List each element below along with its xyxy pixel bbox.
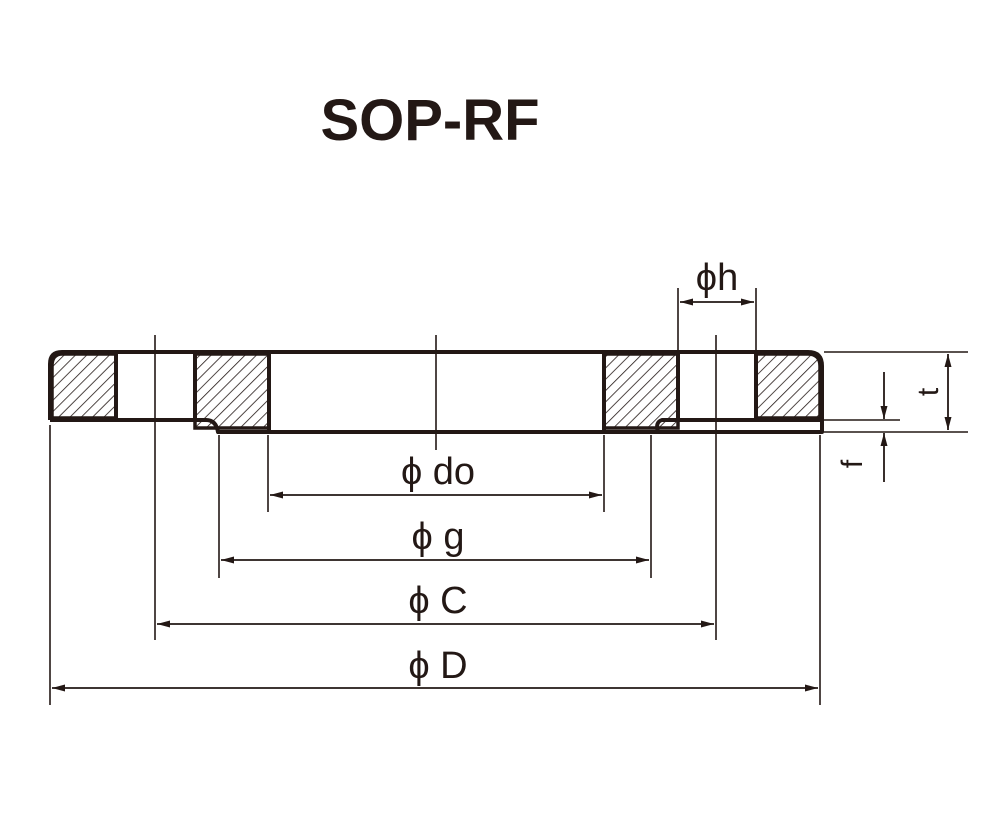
dim-g: ϕ g — [221, 516, 649, 564]
dim-t: t — [912, 354, 952, 430]
flange-section — [48, 350, 824, 434]
hatch-right-outer — [754, 352, 822, 420]
dim-f-label: f — [836, 459, 869, 468]
dim-h: ϕh — [680, 257, 754, 306]
drawing-title: SOP-RF — [320, 88, 539, 153]
dim-do: ϕ do — [270, 451, 602, 499]
flange-outline — [48, 350, 824, 434]
dim-D-label: ϕ D — [408, 645, 467, 687]
center-lines — [154, 335, 717, 640]
hatch-right-inner — [602, 352, 680, 430]
dim-h-label: ϕh — [696, 257, 738, 299]
dim-C-label: ϕ C — [408, 580, 467, 622]
extension-lines — [49, 288, 968, 705]
dim-f: f — [836, 372, 888, 482]
hatch-left-outer — [50, 352, 118, 420]
dim-g-label: ϕ g — [412, 516, 465, 558]
dim-t-label: t — [912, 387, 945, 396]
hatch-left-inner — [193, 352, 271, 430]
dim-C: ϕ C — [157, 580, 714, 628]
dim-D: ϕ D — [52, 645, 818, 692]
dim-do-label: ϕ do — [401, 451, 475, 493]
